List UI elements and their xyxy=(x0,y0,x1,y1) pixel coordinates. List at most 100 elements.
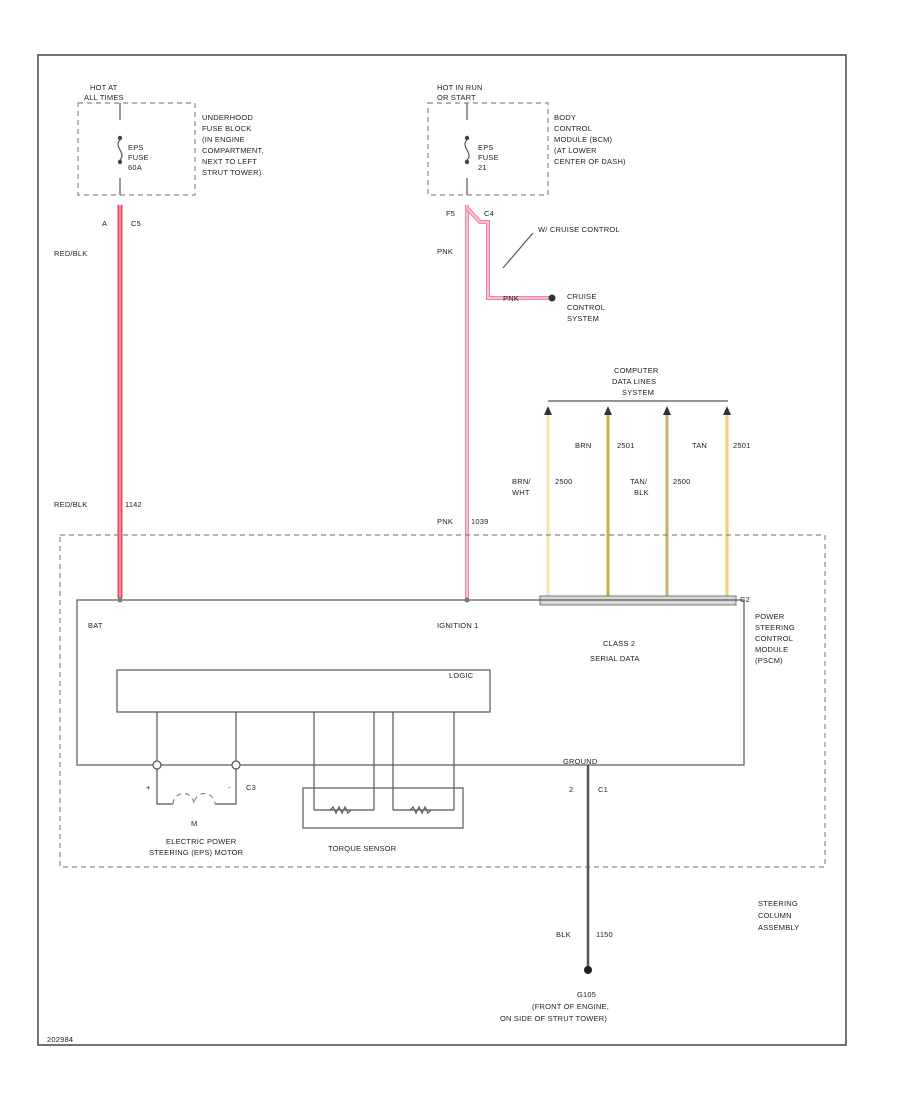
fuse-right-pin: F5 xyxy=(446,209,455,218)
motor-plus: + xyxy=(146,783,151,792)
wire-pnk xyxy=(465,205,556,598)
pscm-serial-2: SERIAL DATA xyxy=(590,654,640,663)
cruise-dest-2: CONTROL xyxy=(567,303,605,312)
assembly-label-1: STEERING xyxy=(758,899,798,908)
fuse-right-label-3: 21 xyxy=(478,163,487,172)
pscm-name-3: CONTROL xyxy=(755,634,793,643)
diagram-frame xyxy=(37,54,847,1046)
fuse-block-left: HOT AT ALL TIMES EPS FUSE 60A UNDERHOOD … xyxy=(54,83,264,509)
cruise-dest-1: CRUISE xyxy=(567,292,597,301)
fuse-block-right: HOT IN RUN OR START EPS FUSE 21 BODY CON… xyxy=(427,83,626,526)
fuse-left-loc-3: (IN ENGINE xyxy=(202,135,245,144)
fuse-right-loc-5: CENTER OF DASH) xyxy=(554,157,626,166)
motor-connector: C3 xyxy=(246,783,256,792)
fuse-left-label-1: EPS xyxy=(128,143,144,152)
wire-3-circuit: 2500 xyxy=(673,477,691,486)
wire-3-color-2: BLK xyxy=(634,488,649,497)
torque-sensor: TORQUE SENSOR xyxy=(302,787,464,853)
pscm-serial-1: CLASS 2 xyxy=(603,639,635,648)
assembly-label-3: ASSEMBLY xyxy=(758,923,799,932)
motor-m: M xyxy=(191,819,197,828)
supply-right-2: OR START xyxy=(437,93,476,102)
cruise-terminal xyxy=(548,294,556,302)
data-lines-title-1: COMPUTER xyxy=(614,366,659,375)
data-arrow-2 xyxy=(604,406,612,415)
ground-wire-circuit: 1150 xyxy=(596,930,613,939)
ground-terminal xyxy=(584,966,592,974)
wire-3-color-1: TAN/ xyxy=(630,477,648,486)
fuse-right-connector: C4 xyxy=(484,209,494,218)
fuse-left-pin: A xyxy=(102,219,107,228)
wire-1-color-2: WHT xyxy=(512,488,530,497)
fuse-left-loc-5: NEXT TO LEFT xyxy=(202,157,257,166)
fuse-left-connector: C5 xyxy=(131,219,141,228)
fuse-left-label-2: FUSE xyxy=(128,153,149,162)
data-arrow-4 xyxy=(723,406,731,415)
cruise-control-branch: W/ CRUISE CONTROL PNK CRUISE CONTROL SYS… xyxy=(502,225,620,323)
pscm-name-2: STEERING xyxy=(755,623,795,632)
ground-point-name: G105 xyxy=(577,990,596,999)
wire-1-circuit: 2500 xyxy=(555,477,573,486)
data-lines-title-2: DATA LINES xyxy=(612,377,656,386)
fuse-symbol-right xyxy=(464,135,470,165)
eps-motor: + - C3 M ELECTRIC POWER STEERING (EPS) M… xyxy=(146,760,256,857)
wire-left-color-bottom: RED/BLK xyxy=(54,500,88,509)
wire-4-circuit: 2501 xyxy=(733,441,751,450)
data-connector: C2 xyxy=(740,595,750,604)
supply-left-2: ALL TIMES xyxy=(84,93,124,102)
fuse-right-label-1: EPS xyxy=(478,143,494,152)
motor-minus: - xyxy=(228,783,231,792)
ground-circuit: BLK 1150 G105 (FRONT OF ENGINE, ON SIDE … xyxy=(500,765,613,1023)
wire-2-color: BRN xyxy=(575,441,591,450)
ground-label: GROUND xyxy=(563,757,598,766)
supply-right-1: HOT IN RUN xyxy=(437,83,483,92)
pscm-name-4: MODULE xyxy=(755,645,788,654)
pscm-ignition: IGNITION 1 xyxy=(437,621,479,630)
fuse-right-loc-4: (AT LOWER xyxy=(554,146,597,155)
fuse-right-loc-3: MODULE (BCM) xyxy=(554,135,613,144)
wire-2-circuit: 2501 xyxy=(617,441,635,450)
wire-right-color-top: PNK xyxy=(437,247,453,256)
data-arrow-1 xyxy=(544,406,552,415)
fuse-right-loc-1: BODY xyxy=(554,113,576,122)
pscm-name-1: POWER xyxy=(755,612,785,621)
cruise-note: W/ CRUISE CONTROL xyxy=(538,225,620,234)
pscm-name-5: (PSCM) xyxy=(755,656,783,665)
ground-point-desc-1: (FRONT OF ENGINE, xyxy=(532,1002,609,1011)
figure-id: 202984 xyxy=(47,1035,73,1044)
fuse-left-loc-6: STRUT TOWER) xyxy=(202,168,262,177)
motor-label-1: ELECTRIC POWER xyxy=(166,837,237,846)
fuse-left-loc-4: COMPARTMENT, xyxy=(202,146,264,155)
logic-block xyxy=(116,669,491,713)
wire-right-circuit: 1039 xyxy=(471,517,489,526)
wire-1-color-1: BRN/ xyxy=(512,477,531,486)
data-lines: COMPUTER DATA LINES SYSTEM BRN/ WHT 2500… xyxy=(512,366,751,606)
fuse-symbol-left xyxy=(117,135,123,165)
cruise-wire-color: PNK xyxy=(503,294,519,303)
assembly-label-2: COLUMN xyxy=(758,911,792,920)
ground-point-desc-2: ON SIDE OF STRUT TOWER) xyxy=(500,1014,607,1023)
wire-left-color-top: RED/BLK xyxy=(54,249,88,258)
pscm-module: BAT IGNITION 1 CLASS 2 SERIAL DATA POWER… xyxy=(76,599,795,810)
motor-label-2: STEERING (EPS) MOTOR xyxy=(149,848,244,857)
fuse-left-loc-1: UNDERHOOD xyxy=(202,113,253,122)
fuse-left-label-3: 60A xyxy=(128,163,142,172)
supply-left-1: HOT AT xyxy=(90,83,118,92)
fuse-left-loc-2: FUSE BLOCK xyxy=(202,124,252,133)
logic-label: LOGIC xyxy=(449,671,474,680)
cruise-dest-3: SYSTEM xyxy=(567,314,599,323)
torque-label: TORQUE SENSOR xyxy=(328,844,397,853)
steering-column-outline xyxy=(59,534,826,868)
wire-right-color-bottom: PNK xyxy=(437,517,453,526)
wire-left-circuit: 1142 xyxy=(125,500,142,509)
ground-connector: C1 xyxy=(598,785,608,794)
fuse-right-label-2: FUSE xyxy=(478,153,499,162)
ground-pin: 2 xyxy=(569,785,573,794)
pscm-batt: BAT xyxy=(88,621,103,630)
data-lines-title-3: SYSTEM xyxy=(622,388,654,397)
fuse-right-loc-2: CONTROL xyxy=(554,124,592,133)
ground-wire-color: BLK xyxy=(556,930,571,939)
wire-4-color: TAN xyxy=(692,441,707,450)
data-arrow-3 xyxy=(663,406,671,415)
